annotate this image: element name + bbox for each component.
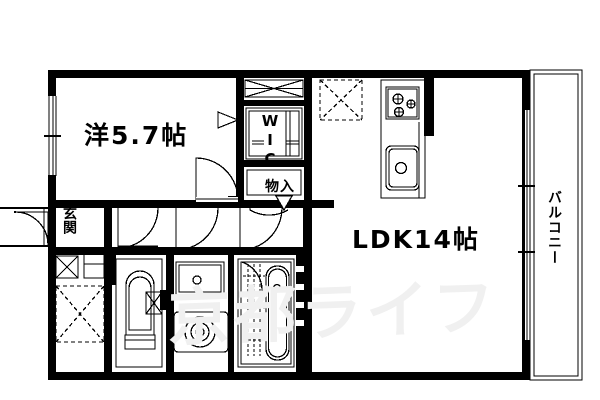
- room-label-ldk: LDK14帖: [352, 225, 480, 254]
- entrance-storage: [55, 285, 105, 343]
- washroom: [145, 207, 229, 353]
- entrance-area: [0, 207, 105, 343]
- wic-closet: [245, 107, 303, 160]
- bathroom: [237, 207, 304, 368]
- room-label-balcony: バルコニー: [546, 190, 562, 265]
- wic-door: [217, 111, 240, 129]
- room-label-entrance: 玄関: [61, 206, 77, 234]
- storage-closet: [246, 169, 302, 196]
- storage-door: [249, 195, 294, 216]
- bedroom-door: [195, 157, 239, 204]
- washing-machine-pan: [173, 311, 229, 353]
- entrance-door: [14, 211, 49, 246]
- bathtub: [265, 265, 290, 361]
- balcony-sliding-door[interactable]: [518, 110, 535, 340]
- gas-stove: [385, 86, 420, 120]
- bedroom-window-west: [44, 96, 61, 176]
- doors[interactable]: [195, 111, 305, 250]
- overhead-storage: [319, 79, 363, 121]
- room-label-wic: WIC: [261, 112, 279, 169]
- room-label-bedroom: 洋5.7帖: [84, 121, 189, 150]
- shoe-cabinet: [55, 255, 79, 279]
- upper-cabinet: [244, 79, 304, 98]
- washbasin: [175, 261, 225, 296]
- kitchen-counter: [380, 79, 426, 199]
- toilet: [124, 270, 156, 350]
- room-label-storage: 物入: [265, 179, 295, 195]
